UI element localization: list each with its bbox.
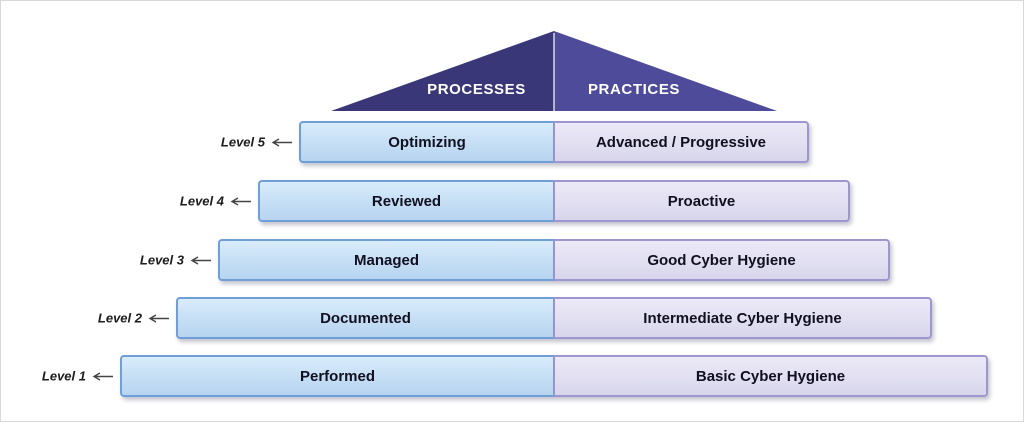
practices-header: PRACTICES (587, 81, 681, 98)
roof-right-half (554, 31, 777, 111)
level-label-5: Level 5 (221, 135, 293, 150)
level-row-4: Level 4 Reviewed Proactive (180, 180, 850, 222)
level-label-text: Level 4 (179, 193, 224, 209)
level-label-3: Level 3 (140, 253, 212, 268)
level-label-1: Level 1 (42, 369, 114, 384)
practice-cell: Intermediate Cyber Hygiene (554, 297, 932, 339)
practice-cell: Good Cyber Hygiene (554, 239, 890, 281)
level-label-2: Level 2 (98, 311, 170, 326)
leader-arrow-icon (92, 371, 113, 381)
leader-arrow-icon (230, 196, 251, 206)
level-label-text: Level 2 (97, 310, 142, 326)
practice-cell: Advanced / Progressive (554, 121, 809, 163)
processes-header: PROCESSES (427, 81, 526, 98)
roof-left-half (331, 31, 554, 111)
level-row-2: Level 2 Documented Intermediate Cyber Hy… (98, 297, 932, 339)
level-row-3: Level 3 Managed Good Cyber Hygiene (140, 239, 890, 281)
level-label-4: Level 4 (180, 194, 252, 209)
leader-arrow-icon (190, 255, 211, 265)
leader-arrow-icon (271, 137, 292, 147)
process-cell: Optimizing (299, 121, 554, 163)
level-label-text: Level 5 (220, 134, 265, 150)
process-cell: Documented (176, 297, 554, 339)
level-row-5: Level 5 Optimizing Advanced / Progressiv… (221, 121, 809, 163)
process-cell: Reviewed (258, 180, 554, 222)
practice-cell: Basic Cyber Hygiene (554, 355, 988, 397)
leader-arrow-icon (148, 313, 169, 323)
process-cell: Managed (218, 239, 554, 281)
roof-shape (331, 31, 777, 111)
practice-cell: Proactive (554, 180, 850, 222)
level-label-text: Level 3 (139, 252, 184, 268)
process-cell: Performed (120, 355, 554, 397)
level-row-1: Level 1 Performed Basic Cyber Hygiene (42, 355, 988, 397)
level-label-text: Level 1 (41, 368, 86, 384)
